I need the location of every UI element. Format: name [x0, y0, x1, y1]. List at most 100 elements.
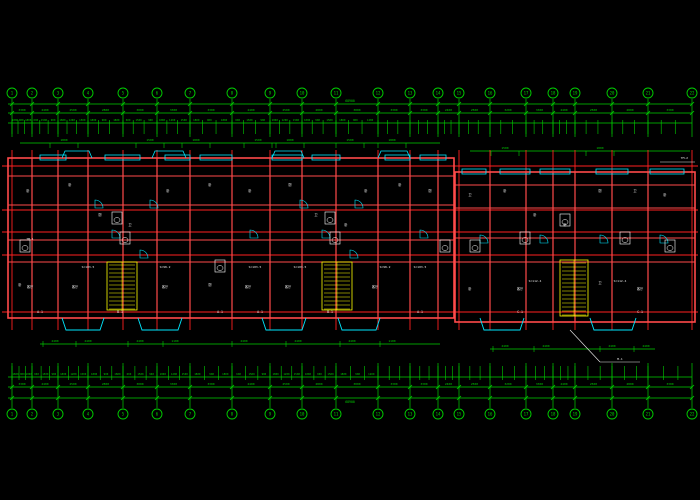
top-total-tick — [154, 101, 160, 107]
bottom-span-dim-text: 3200 — [504, 382, 511, 386]
bottom-detail-dim-text: 1500 — [294, 372, 301, 376]
bottom-span-dim-text: 3300 — [666, 382, 673, 386]
unit-label: B-1 — [327, 310, 333, 314]
top-span-dim-text: 2500 — [69, 108, 76, 112]
top-axis-bubble-label: 20 — [610, 91, 615, 96]
door-swing — [479, 234, 489, 244]
room-tag: 卧 — [18, 282, 22, 287]
top-span-tick — [572, 110, 578, 116]
bottom-span-tick — [572, 384, 578, 390]
top-detail-dim-text: 1800 — [113, 118, 120, 122]
top-span-tick — [85, 110, 91, 116]
door-swing — [321, 229, 331, 239]
unit-label: A-1 — [417, 310, 423, 314]
bottom-span-dim-text: 2400 — [445, 382, 452, 386]
bottom-total-tick — [609, 395, 615, 401]
room-tag: 卧 — [533, 212, 537, 217]
top-span-dim-text: 3300 — [390, 108, 397, 112]
room-tag: 卫 — [598, 281, 602, 285]
top-span-dim-text: 2800 — [315, 108, 322, 112]
top-span-tick — [550, 110, 556, 116]
toilet-bowl — [666, 245, 674, 251]
top-window — [199, 154, 233, 161]
area-note: S=112.4 — [614, 279, 627, 283]
top-axis-bubble — [453, 87, 465, 99]
bottom-total-tick — [55, 395, 61, 401]
door-swing — [419, 229, 429, 239]
bottom-axis-bubble — [52, 408, 64, 420]
top-axis-bubble — [226, 87, 238, 99]
balcony-outline — [479, 317, 525, 331]
balcony-dim-text: 2400 — [501, 344, 508, 348]
bottom-axis-bubble — [226, 408, 238, 420]
upper-window-dim-text: 1800 — [192, 138, 199, 142]
bottom-axis-bubble-label: 2 — [31, 412, 34, 417]
room-labels: 卧卧厨卫卧卧卧厨卫卧卧卧厨卫卧卧卧厨卫卧卧厨卫卧客厅客厅客厅客厅客厅客厅客厅客厅… — [18, 156, 695, 363]
bay-window — [377, 150, 411, 159]
unit-label: C-1 — [517, 310, 523, 314]
stair-cores — [106, 259, 589, 317]
toilet-fixture — [19, 239, 31, 253]
toilet-fixture — [664, 239, 676, 253]
bottom-span-dim-text: 3300 — [390, 382, 397, 386]
bottom-axis-bubble — [453, 408, 465, 420]
top-axis-bubble-label: 12 — [376, 91, 381, 96]
top-total-tick — [572, 101, 578, 107]
room-tag: 卧 — [166, 188, 170, 193]
bottom-detail-dim-text: 1800 — [272, 372, 279, 376]
bottom-detail-dim-text: 1800 — [340, 372, 347, 376]
bottom-span-dim-text: 3000 — [353, 382, 360, 386]
bottom-span-dim-text: 2500 — [69, 382, 76, 386]
living-room-tag: 客厅 — [637, 286, 644, 291]
top-axis-bubble — [606, 87, 618, 99]
top-detail-dim-text: 1500 — [246, 118, 253, 122]
toilet-fixture — [439, 239, 451, 253]
area-note: S=103.5 — [82, 265, 95, 269]
bottom-detail-dim-text: 900 — [317, 372, 322, 376]
top-window-right — [499, 168, 531, 175]
toilet-bowl — [561, 219, 569, 225]
top-window-right — [649, 168, 685, 175]
door-swing — [539, 234, 549, 244]
top-axis-bubble-label: 5 — [122, 91, 125, 96]
balcony-dim-text: 2400 — [348, 339, 355, 343]
upper-window-dim-text: 1500 — [346, 138, 353, 142]
bottom-axis-bubble — [642, 408, 654, 420]
bottom-axis-bubble — [520, 408, 532, 420]
bottom-detail-dim-text: 1800 — [194, 372, 201, 376]
door-swing — [94, 199, 104, 209]
bottom-axis-bubble — [82, 408, 94, 420]
toilet-bowl — [521, 237, 529, 243]
top-span-tick — [9, 110, 15, 116]
bottom-axis-bubble — [686, 408, 698, 420]
top-total-tick — [120, 101, 126, 107]
door-swing — [111, 229, 121, 239]
top-span-tick — [120, 110, 126, 116]
bottom-axis-bubble — [547, 408, 559, 420]
bottom-total-tick — [523, 395, 529, 401]
living-room-tag: 客厅 — [285, 284, 292, 289]
living-room-tag: 客厅 — [372, 284, 379, 289]
top-window — [39, 154, 67, 161]
bottom-detail-dim-text: 1200 — [70, 372, 77, 376]
toilet-bowl — [441, 245, 449, 251]
upper-window-dim-text: 1500 — [146, 138, 153, 142]
bottom-span-dim-text: 2400 — [41, 382, 48, 386]
top-span-dim-text: 2400 — [445, 108, 452, 112]
room-tag: 卫 — [128, 223, 132, 227]
room-tag: 卧 — [468, 286, 472, 291]
balcony-dim-text: 2400 — [542, 344, 549, 348]
top-detail-dim-text: 1200 — [282, 118, 289, 122]
top-total-tick — [55, 101, 61, 107]
toilet-fixture — [469, 239, 481, 253]
living-room-tag: 客厅 — [72, 284, 79, 289]
room-tag: 卫 — [314, 213, 318, 217]
bottom-axis-bubble — [6, 408, 18, 420]
top-span-tick — [407, 110, 413, 116]
upper-window-dim-text: 1800 — [596, 146, 603, 150]
balcony-outline — [137, 317, 183, 331]
living-room-tag: 客厅 — [517, 286, 524, 291]
room-tag: 厨 — [288, 182, 292, 187]
top-span-dim-text: 2500 — [590, 108, 597, 112]
bottom-detail-dim-text: 900 — [51, 372, 56, 376]
